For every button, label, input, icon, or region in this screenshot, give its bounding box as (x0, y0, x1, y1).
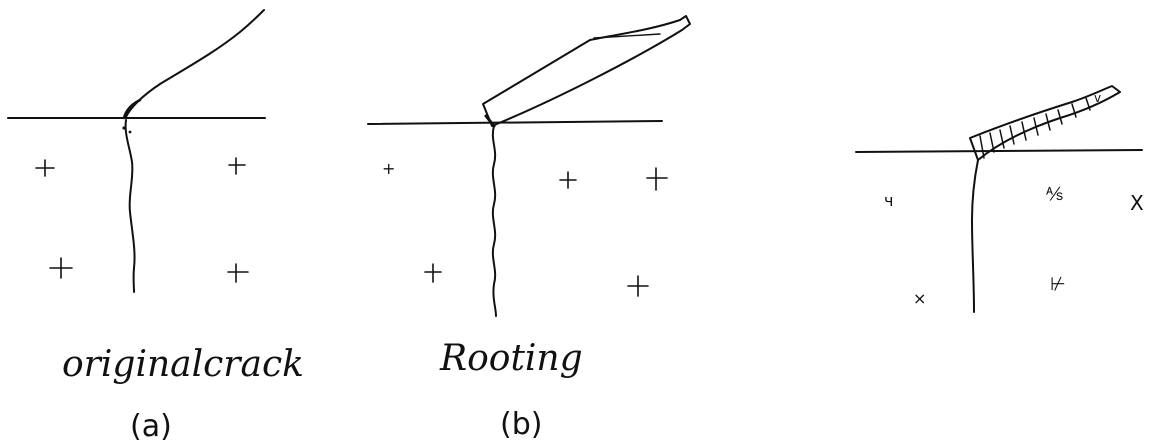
panel-b-mark: + (382, 159, 395, 178)
panel-c-surface-line (855, 149, 1143, 153)
panel-b-groove-edge (593, 33, 661, 39)
panel-a-plus-mark (227, 263, 249, 283)
panel-c-mark: ⊬ (1050, 274, 1066, 295)
panel-a-caption: (a) (130, 409, 172, 444)
panel-c-vertical-crack (971, 159, 979, 313)
panel-c-mark: × (913, 289, 926, 308)
panel-a-crack-tip-mark (122, 98, 142, 120)
panel-b-label: Rooting (439, 338, 583, 379)
panel-b-plus-mark (627, 275, 649, 297)
panel-b-surface-line (367, 120, 663, 125)
panel-a-plus-mark (35, 159, 55, 177)
panel-c-mark: X (1130, 191, 1144, 215)
panel-a-label: originalcrack (62, 344, 304, 385)
panel-a-crack-dot (122, 126, 126, 130)
panel-b-routed-groove (482, 15, 691, 127)
panel-c-sealant-hatching (979, 97, 1091, 159)
panel-a-plus-mark (49, 257, 73, 279)
panel-b-caption: (b) (500, 407, 542, 442)
panel-a-vertical-crack (124, 119, 136, 293)
panel-a-plus-mark (228, 157, 246, 175)
panel-a: originalcrack (a) (7, 9, 304, 444)
panel-c-mark: v (1094, 91, 1101, 105)
panel-a-surface-crack (125, 9, 265, 118)
panel-b-vertical-crack (491, 125, 497, 317)
panel-c-mark: ⅍ (1046, 184, 1063, 205)
panel-b: + Rooting (b) (367, 15, 691, 442)
panel-c-mark: ч (884, 191, 893, 210)
panel-b-plus-mark (559, 171, 577, 189)
panel-b-plus-mark (424, 263, 442, 283)
panel-c: v ч ⅍ X × ⊬ (855, 85, 1144, 313)
panel-b-plus-mark (646, 167, 668, 191)
panel-b-groove-base (484, 114, 496, 128)
panel-a-crack-dot (128, 130, 132, 134)
